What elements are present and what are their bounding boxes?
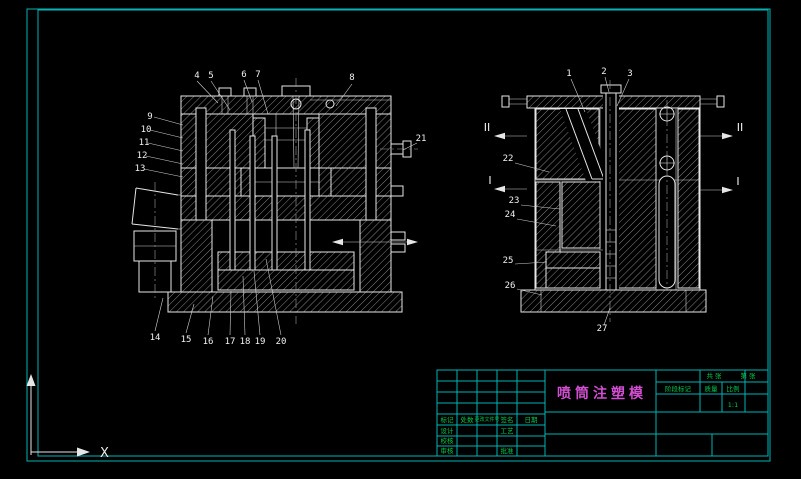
callout-12: 12 xyxy=(137,151,148,161)
callout-leaders xyxy=(514,76,630,326)
callout-14: 14 xyxy=(150,333,161,343)
callout-17: 17 xyxy=(225,337,236,347)
callout-5: 5 xyxy=(208,71,213,81)
callout-6: 6 xyxy=(241,70,246,80)
section-label-i-right: I xyxy=(736,175,739,188)
callout-22: 22 xyxy=(503,154,514,164)
callout-13: 13 xyxy=(135,164,146,174)
callout-18: 18 xyxy=(240,337,251,347)
drawing-frame xyxy=(26,8,771,462)
callout-7: 7 xyxy=(255,70,260,80)
callout-3: 3 xyxy=(627,69,632,79)
callout-16: 16 xyxy=(203,337,214,347)
tb-scale-value: 1:1 xyxy=(728,401,738,409)
drawing-title: 喷筒注塑模 xyxy=(557,385,647,402)
callout-21: 21 xyxy=(416,134,427,144)
ucs-y-arrowhead xyxy=(26,374,36,386)
callout-10: 10 xyxy=(141,125,152,135)
left-section-view[interactable]: 4 5 6 7 8 9 10 11 12 13 14 15 16 17 18 1… xyxy=(131,70,427,347)
right-section-view[interactable]: II II I I 1 2 3 22 23 24 xyxy=(484,67,744,334)
tb-mark-label: 标记 xyxy=(441,415,455,424)
ucs-x-arrowhead xyxy=(77,447,90,457)
callout-23: 23 xyxy=(509,196,520,206)
tb-weight-label: 质量 xyxy=(705,384,719,393)
callout-27: 27 xyxy=(597,324,608,334)
callout-8: 8 xyxy=(349,73,354,83)
tb-audit-label: 审核 xyxy=(441,446,455,455)
callout-25: 25 xyxy=(503,256,514,266)
tb-sheet-no: 第 张 xyxy=(740,371,756,380)
tb-file-label: 更改文件号 xyxy=(474,416,499,423)
tb-date-label: 日期 xyxy=(525,416,539,424)
side-nozzle-assembly xyxy=(131,182,181,300)
tb-stage-label: 阶段标记 xyxy=(665,384,692,393)
tb-process-label: 工艺 xyxy=(501,427,515,435)
tb-check-label: 校核 xyxy=(441,436,455,445)
side-fittings xyxy=(332,140,418,253)
callout-9: 9 xyxy=(147,112,152,122)
tb-scale-label: 比例 xyxy=(727,384,740,393)
ucs-icon: X xyxy=(26,374,109,461)
callout-leaders xyxy=(143,79,418,336)
tb-total-sheets: 共 张 xyxy=(706,371,722,380)
section-label-ii-left: II xyxy=(484,121,491,134)
callout-1: 1 xyxy=(566,69,571,79)
callout-4: 4 xyxy=(194,71,199,81)
callout-19: 19 xyxy=(255,337,266,347)
section-marks: II II I I xyxy=(484,121,744,194)
callout-15: 15 xyxy=(181,335,192,345)
tb-approve-label: 批准 xyxy=(501,446,515,455)
section-label-ii-right: II xyxy=(737,121,744,134)
callout-2: 2 xyxy=(601,67,606,77)
tb-design-label: 设计 xyxy=(441,426,455,435)
ucs-x-label: X xyxy=(100,446,109,461)
callout-20: 20 xyxy=(276,337,287,347)
callout-24: 24 xyxy=(505,210,516,220)
callout-26: 26 xyxy=(505,281,516,291)
section-label-i-left: I xyxy=(488,174,491,187)
title-block: 喷筒注塑模 标记 处数 更改文件号 签名 日期 设计 校核 审核 工艺 批准 共… xyxy=(436,369,769,457)
tb-sign-label: 签名 xyxy=(501,415,514,424)
tb-count-label: 处数 xyxy=(461,415,475,424)
callout-11: 11 xyxy=(139,138,150,148)
